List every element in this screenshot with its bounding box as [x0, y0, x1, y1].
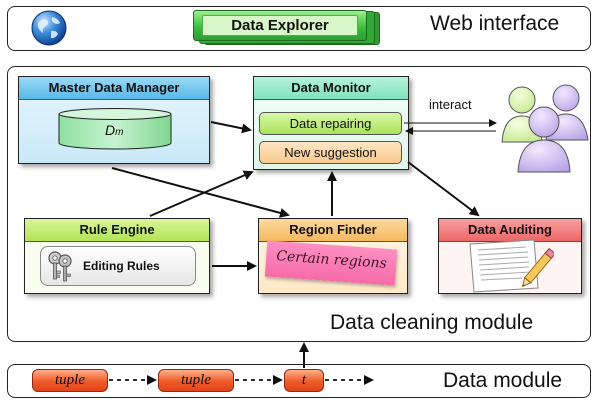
keys-icon	[48, 251, 72, 282]
data-monitor-title: Data Monitor	[254, 77, 408, 100]
master-data-manager-title: Master Data Manager	[19, 77, 209, 100]
tuple-1-label: tuple	[55, 372, 85, 388]
master-data-manager-box: Master Data Manager Dm	[18, 76, 210, 164]
editing-rules-item[interactable]: Editing Rules	[40, 246, 196, 286]
data-cleaning-label: Data cleaning module	[330, 311, 534, 334]
tuple-t: t	[284, 369, 324, 392]
new-suggestion-item[interactable]: New suggestion	[259, 141, 402, 164]
editing-rules-label: Editing Rules	[83, 259, 160, 273]
tuple-2: tuple	[158, 369, 234, 392]
rule-engine-title: Rule Engine	[25, 219, 209, 242]
database-sub: m	[115, 127, 124, 138]
tuple-2-label: tuple	[181, 372, 211, 388]
data-explorer-label: Data Explorer	[231, 17, 329, 34]
tuple-1: tuple	[32, 369, 108, 392]
data-repairing-item[interactable]: Data repairing	[259, 112, 402, 135]
tuple-t-label: t	[301, 372, 307, 388]
users-icon	[501, 84, 589, 173]
data-auditing-title: Data Auditing	[439, 219, 581, 242]
globe-icon	[31, 10, 67, 46]
data-module-label: Data module	[443, 369, 563, 392]
database-main: D	[105, 122, 116, 138]
interact-label: interact	[429, 97, 472, 112]
data-explorer-inner	[202, 15, 358, 36]
web-interface-label: Web interface	[430, 12, 560, 35]
document-pencil-icon	[469, 239, 554, 293]
database-label: Dm	[105, 122, 123, 138]
new-suggestion-label: New suggestion	[284, 145, 377, 160]
web-interface-panel: Data Explorer Web interface	[7, 6, 591, 51]
certain-regions-label: Certain regions	[275, 248, 388, 272]
data-explorer-button[interactable]: Data Explorer	[193, 10, 367, 41]
database-icon	[58, 108, 172, 150]
region-finder-title: Region Finder	[259, 219, 407, 242]
data-repairing-label: Data repairing	[289, 116, 372, 131]
